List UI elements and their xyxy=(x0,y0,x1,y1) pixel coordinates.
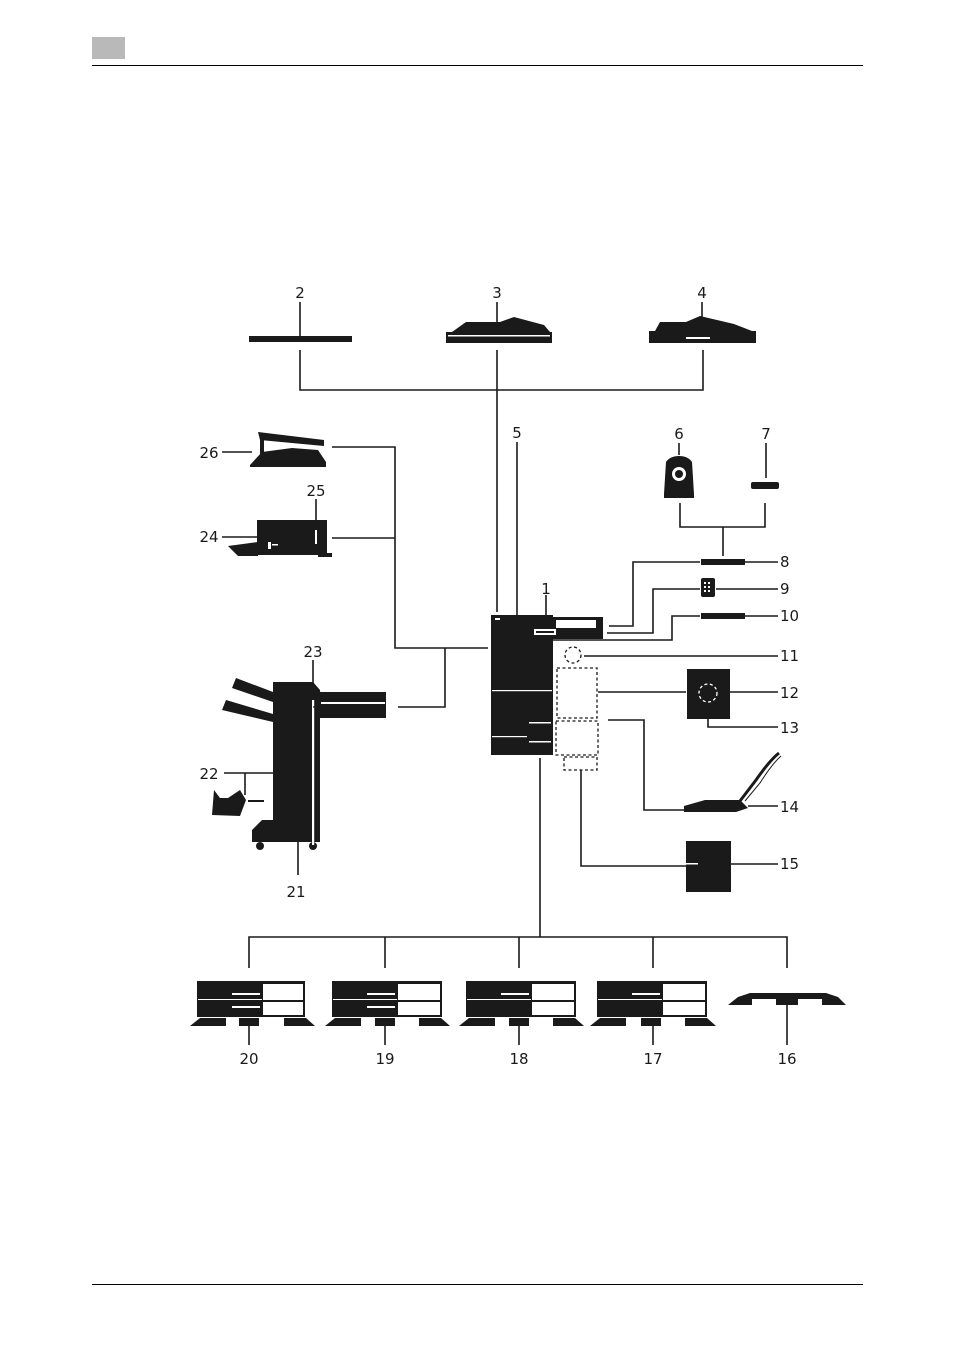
mount-kit xyxy=(686,841,731,892)
fax-kit xyxy=(687,669,730,719)
callout-18: 18 xyxy=(509,1050,528,1068)
large-capacity-tray xyxy=(684,753,781,812)
callout-5: 5 xyxy=(512,424,522,442)
desk-16 xyxy=(728,993,846,1005)
callout-16: 16 xyxy=(777,1050,796,1068)
callout-26: 26 xyxy=(199,444,218,462)
callout-20: 20 xyxy=(239,1050,258,1068)
paper-feed-cabinet-19 xyxy=(325,981,450,1026)
callout-7: 7 xyxy=(761,425,771,443)
keyboard-holder xyxy=(701,559,745,565)
original-cover-kit xyxy=(249,336,352,342)
callout-9: 9 xyxy=(780,580,790,598)
callout-21: 21 xyxy=(286,883,305,901)
callout-15: 15 xyxy=(780,855,799,873)
callout-12: 12 xyxy=(780,684,799,702)
callout-3: 3 xyxy=(492,284,502,302)
paper-feed-cabinet-20 xyxy=(190,981,315,1026)
paper-feed-cabinet-17 xyxy=(590,981,716,1026)
dual-scan-adf xyxy=(649,316,756,343)
reverse-adf xyxy=(446,317,552,343)
callout-8: 8 xyxy=(780,553,790,571)
main-unit xyxy=(491,615,603,770)
authentication-unit xyxy=(664,456,694,498)
floor-finisher xyxy=(212,678,386,850)
ic-card-reader xyxy=(751,482,779,489)
callout-23: 23 xyxy=(303,643,322,661)
keypad xyxy=(701,578,715,597)
callout-11: 11 xyxy=(780,647,799,665)
callout-22: 22 xyxy=(199,765,218,783)
callout-2: 2 xyxy=(295,284,305,302)
callout-1: 1 xyxy=(541,580,551,598)
callout-24: 24 xyxy=(199,528,218,546)
callout-25: 25 xyxy=(306,482,325,500)
inner-finisher xyxy=(228,520,332,557)
callout-13: 13 xyxy=(780,719,799,737)
callout-10: 10 xyxy=(780,607,799,625)
output-tray xyxy=(250,432,326,467)
callout-19: 19 xyxy=(375,1050,394,1068)
paper-feed-cabinet-18 xyxy=(459,981,584,1026)
working-table xyxy=(701,613,745,619)
callout-14: 14 xyxy=(780,798,799,816)
callout-6: 6 xyxy=(674,425,684,443)
callout-17: 17 xyxy=(643,1050,662,1068)
callout-4: 4 xyxy=(697,284,707,302)
